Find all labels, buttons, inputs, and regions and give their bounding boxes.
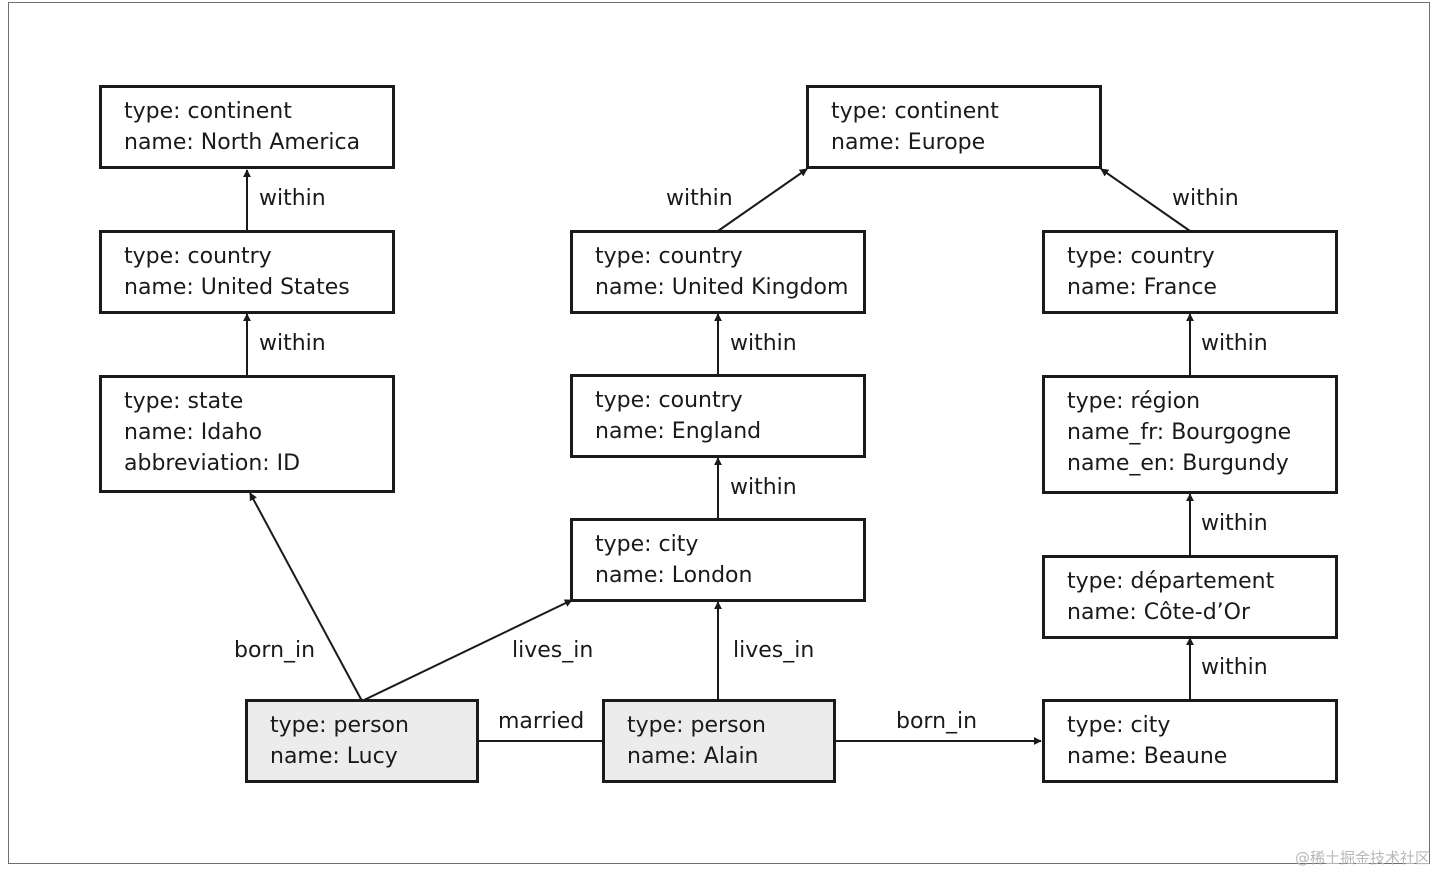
label-alain-lives-in: lives_in — [733, 638, 815, 663]
node-europe: type: continent name: Europe — [806, 85, 1102, 169]
node-england: type: country name: England — [570, 374, 866, 458]
label-lucy-born-in: born_in — [234, 638, 316, 663]
node-name: name: Idaho — [124, 420, 263, 445]
label-alain-born-in: born_in — [896, 709, 978, 734]
label-lucy-lives-in: lives_in — [512, 638, 594, 663]
node-type: type: continent — [831, 99, 999, 124]
label-cotedor-within-bourgogne: within — [1201, 511, 1268, 536]
node-cote-dor: type: département name: Côte-d’Or — [1042, 555, 1338, 639]
label-france-within-europe: within — [1172, 186, 1239, 211]
node-name: name: England — [595, 419, 762, 444]
node-type: type: city — [595, 532, 699, 557]
watermark: @稀土掘金技术社区 — [1294, 849, 1430, 867]
diagram-frame — [8, 2, 1430, 864]
edge-france-within-europe — [1100, 168, 1191, 232]
label-beaune-within-cotedor: within — [1201, 655, 1268, 680]
node-type: type: country — [595, 244, 743, 269]
label-london-within-england: within — [730, 475, 797, 500]
node-name: name: Beaune — [1067, 744, 1228, 769]
label-idaho-within-us: within — [259, 331, 326, 356]
node-type: type: person — [270, 713, 409, 738]
node-type: type: country — [595, 388, 743, 413]
label-uk-within-europe: within — [666, 186, 733, 211]
node-united-kingdom: type: country name: United Kingdom — [570, 230, 866, 314]
label-bourgogne-within-france: within — [1201, 331, 1268, 356]
edge-lucy-lives-in-london — [361, 599, 573, 702]
node-type: type: région — [1067, 389, 1201, 414]
node-name: name: London — [595, 563, 753, 588]
node-name: name: Europe — [831, 130, 986, 155]
node-type: type: person — [627, 713, 766, 738]
node-name: name: United Kingdom — [595, 275, 849, 300]
node-north-america: type: continent name: North America — [99, 85, 395, 169]
node-london: type: city name: London — [570, 518, 866, 602]
node-name: name: Alain — [627, 744, 759, 769]
node-type: type: country — [1067, 244, 1215, 269]
node-type: type: continent — [124, 99, 292, 124]
node-name: name: North America — [124, 130, 361, 155]
edge-lucy-born-in-idaho — [249, 492, 363, 702]
edge-uk-within-europe — [717, 168, 808, 232]
node-alain: type: person name: Alain — [602, 699, 836, 783]
node-idaho: type: state name: Idaho abbreviation: ID — [99, 375, 395, 493]
node-abbreviation: abbreviation: ID — [124, 451, 301, 476]
node-type: type: country — [124, 244, 272, 269]
node-name-en: name_en: Burgundy — [1067, 451, 1289, 476]
node-name: name: United States — [124, 275, 350, 300]
node-name: name: France — [1067, 275, 1217, 300]
node-bourgogne: type: région name_fr: Bourgogne name_en:… — [1042, 375, 1338, 494]
label-us-within-na: within — [259, 186, 326, 211]
node-type: type: département — [1067, 569, 1275, 594]
node-type: type: state — [124, 389, 244, 414]
node-united-states: type: country name: United States — [99, 230, 395, 314]
node-name: name: Lucy — [270, 744, 398, 769]
node-lucy: type: person name: Lucy — [245, 699, 479, 783]
node-type: type: city — [1067, 713, 1171, 738]
label-england-within-uk: within — [730, 331, 797, 356]
node-name-fr: name_fr: Bourgogne — [1067, 420, 1292, 445]
node-france: type: country name: France — [1042, 230, 1338, 314]
node-beaune: type: city name: Beaune — [1042, 699, 1338, 783]
label-married: married — [498, 709, 585, 734]
node-name: name: Côte-d’Or — [1067, 600, 1251, 625]
